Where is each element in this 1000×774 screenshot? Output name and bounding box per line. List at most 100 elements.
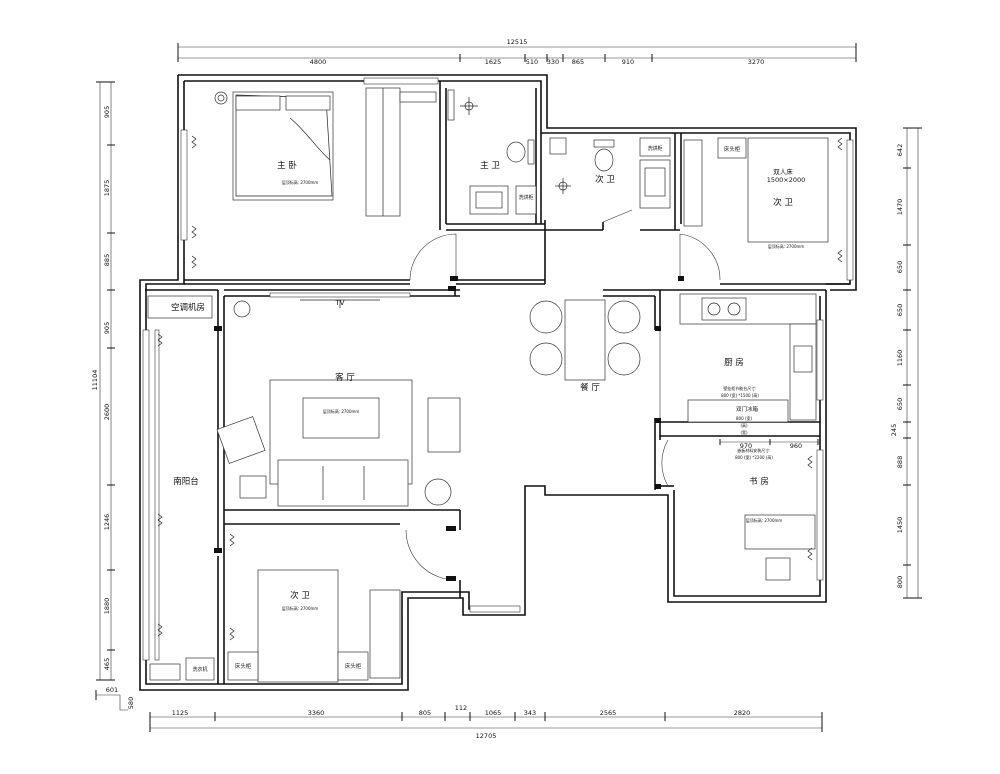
fridge bbox=[687, 399, 789, 423]
windows bbox=[142, 77, 854, 661]
left-dim-2: 1875 bbox=[103, 180, 111, 197]
room-sw-bedroom: 次 卫 bbox=[290, 590, 310, 601]
window-ne-east bbox=[846, 139, 854, 281]
ceiling-note-ne: 层顶标高: 2700mm bbox=[768, 243, 805, 249]
ne-bedroom-furniture bbox=[683, 137, 829, 243]
window-balcony-inner bbox=[154, 329, 160, 661]
right-dim-7: 245 bbox=[890, 424, 898, 436]
ac-unit bbox=[147, 295, 213, 319]
nightstand-ne bbox=[717, 137, 747, 159]
top-dim-5: 865 bbox=[572, 58, 584, 66]
ne-wardrobe bbox=[683, 139, 703, 227]
door-second-bath bbox=[602, 209, 633, 223]
room-dining: 餐 厅 bbox=[580, 383, 600, 393]
fridge-label: 双门冰箱 bbox=[736, 405, 759, 413]
bottom-dim-4: 112 bbox=[455, 704, 467, 712]
window-master-west bbox=[180, 129, 188, 241]
left-dim-1: 905 bbox=[103, 106, 111, 118]
bottom-dim-5: 1065 bbox=[485, 709, 502, 717]
room-ne-bedroom: 次 卫 bbox=[773, 197, 793, 208]
nightstand-sw-left-label: 床头柜 bbox=[235, 662, 252, 670]
kitchen-note-a: 壁挂柜节能台尺寸: bbox=[723, 385, 756, 391]
kitchen-dim-2: 960 bbox=[790, 442, 802, 450]
right-dim-10: 800 bbox=[896, 576, 904, 588]
right-dim-3: 650 bbox=[896, 261, 904, 273]
door-master bbox=[409, 233, 457, 281]
study-chair bbox=[765, 557, 791, 581]
balcony-fixtures bbox=[147, 295, 215, 681]
double-bed bbox=[747, 137, 829, 243]
door-sw-bedroom bbox=[405, 529, 457, 581]
room-kitchen: 厨 房 bbox=[724, 357, 744, 368]
fixture-labels: TV 双人床 1500×2000 床头柜 床头柜 床头柜 洗烘柜 洗烘柜 双门冰… bbox=[192, 145, 805, 673]
kitchen-inner-dimension: 970 960 bbox=[719, 439, 819, 450]
laundry-cabinet bbox=[515, 185, 537, 215]
right-dimensions: 642 1470 650 650 1160 650 245 888 1450 8… bbox=[890, 127, 922, 599]
door-study bbox=[661, 439, 669, 487]
bottom-dim-6: 343 bbox=[524, 709, 536, 717]
washer-label: 洗衣机 bbox=[192, 666, 207, 673]
bottom-total-dim: 12705 bbox=[476, 732, 497, 740]
bottom-dim-7: 2565 bbox=[600, 709, 617, 717]
bottom-dim-2: 3360 bbox=[308, 709, 325, 717]
sink-icon bbox=[793, 345, 813, 373]
left-dim-5: 2600 bbox=[103, 404, 111, 421]
coffee-table bbox=[302, 397, 380, 439]
left-dim-6: 1246 bbox=[103, 514, 111, 531]
armchair bbox=[216, 416, 266, 464]
stove-icon bbox=[701, 297, 747, 321]
top-total-dim: 12515 bbox=[507, 38, 528, 46]
dining-chair-2 bbox=[529, 342, 563, 376]
room-second-bath: 次 卫 bbox=[595, 174, 615, 185]
tv-label: TV bbox=[334, 299, 344, 307]
side-table bbox=[239, 475, 267, 499]
nightstand-sw-right-label: 床头柜 bbox=[345, 662, 362, 670]
kitchen-val-3: (宽) bbox=[740, 429, 748, 435]
sofa bbox=[277, 459, 409, 507]
corner-dimension: 601 580 bbox=[95, 686, 135, 711]
second-bath-fixtures bbox=[549, 137, 671, 209]
bottom-dim-3: 805 bbox=[419, 709, 431, 717]
dining-furniture bbox=[529, 299, 641, 381]
round-table bbox=[424, 478, 452, 506]
window-study-east bbox=[816, 449, 824, 581]
window-balcony-west bbox=[142, 329, 150, 661]
room-labels: 主 卧 主 卫 次 卫 次 卫 客 厅 餐 厅 厨 房 书 房 南阳台 次 卫 … bbox=[171, 160, 793, 601]
room-master-bath: 主 卫 bbox=[480, 160, 500, 171]
top-dim-6: 910 bbox=[622, 58, 634, 66]
master-bath-fixtures bbox=[447, 89, 537, 215]
ottoman bbox=[427, 397, 461, 453]
window-dining-south bbox=[469, 605, 521, 613]
kitchen-fixtures bbox=[679, 293, 817, 423]
top-dim-4: 330 bbox=[547, 58, 559, 66]
right-dim-9: 1450 bbox=[896, 517, 904, 534]
laundry-label-master: 洗烘柜 bbox=[518, 194, 533, 201]
room-master-bedroom: 主 卧 bbox=[277, 160, 297, 171]
kitchen-val-1: 800 (宽) bbox=[736, 415, 752, 421]
sw-bedroom-furniture bbox=[227, 569, 401, 683]
bottom-dim-8: 2820 bbox=[734, 709, 751, 717]
right-dim-8: 888 bbox=[896, 456, 904, 468]
left-dim-7: 1880 bbox=[103, 598, 111, 615]
study-desk bbox=[744, 514, 816, 550]
master-bedroom-furniture bbox=[214, 87, 437, 217]
left-dim-4: 905 bbox=[103, 322, 111, 334]
right-dim-1: 642 bbox=[896, 144, 904, 156]
door-ne-bedroom bbox=[679, 233, 721, 281]
bottom-dim-1: 1125 bbox=[172, 709, 189, 717]
doors bbox=[214, 209, 721, 581]
nightstand-sw-right bbox=[337, 651, 369, 681]
top-dim-7: 3270 bbox=[748, 58, 765, 66]
ceiling-note-living: 层顶标高: 2700mm bbox=[323, 408, 360, 414]
kitchen-note-d: 800 (宽) *2200 (高) bbox=[735, 454, 773, 460]
room-living: 客 厅 bbox=[335, 372, 355, 383]
ceiling-note-sw: 层顶标高: 2700mm bbox=[282, 605, 319, 611]
dining-chair-1 bbox=[529, 300, 563, 334]
right-dim-4: 650 bbox=[896, 304, 904, 316]
room-balcony: 南阳台 bbox=[173, 476, 199, 487]
nightstand-ne-label: 床头柜 bbox=[724, 145, 741, 153]
double-bed-label: 双人床 bbox=[773, 167, 793, 176]
right-dim-6: 650 bbox=[896, 398, 904, 410]
sw-bed bbox=[257, 569, 339, 683]
top-dim-3: 510 bbox=[526, 58, 538, 66]
